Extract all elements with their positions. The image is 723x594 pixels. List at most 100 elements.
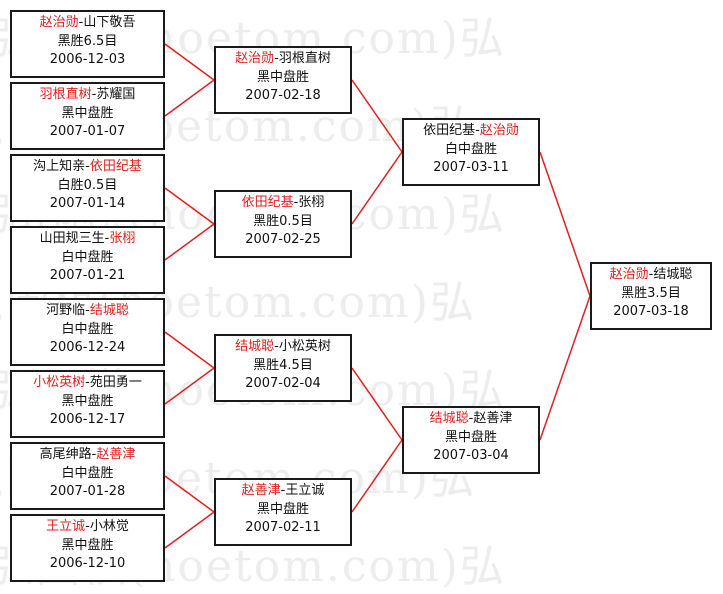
match-date: 2006-12-03 bbox=[49, 52, 126, 67]
match-players: 赵治勋-结城聪 bbox=[592, 266, 710, 285]
player-1: 赵治勋 bbox=[609, 267, 649, 282]
match-players: 山田规三生-张栩 bbox=[12, 230, 163, 249]
match-players: 赵治勋-山下敬吾 bbox=[12, 14, 163, 33]
match-result: 黑中盘胜 bbox=[61, 393, 114, 409]
separator: - bbox=[85, 519, 90, 534]
player-2: 苏耀国 bbox=[96, 87, 136, 102]
match-date: 2007-01-21 bbox=[49, 268, 126, 283]
player-2: 依田纪基 bbox=[89, 159, 142, 174]
separator: - bbox=[85, 375, 90, 390]
match-players: 王立诚-小林觉 bbox=[12, 518, 163, 537]
match-date: 2006-12-24 bbox=[49, 340, 126, 355]
match-result: 黑中盘胜 bbox=[256, 501, 309, 517]
connector-line bbox=[164, 79, 215, 117]
player-2: 赵治勋 bbox=[479, 123, 519, 138]
separator: - bbox=[468, 411, 474, 426]
player-2: 小林觉 bbox=[89, 519, 129, 534]
match-players: 依田纪基-赵治勋 bbox=[404, 122, 538, 141]
connector-line bbox=[351, 79, 403, 153]
connector-line bbox=[164, 367, 215, 405]
match-result: 白中盘胜 bbox=[444, 141, 497, 157]
round2-match: 赵善津-王立诚黑中盘胜 2007-02-11 bbox=[214, 478, 352, 546]
match-players: 沟上知亲-依田纪基 bbox=[12, 158, 163, 177]
player-2: 结城聪 bbox=[89, 303, 129, 318]
match-result: 黑胜6.5目 bbox=[57, 33, 118, 49]
connector-line bbox=[164, 187, 215, 225]
player-2: 王立诚 bbox=[285, 483, 325, 498]
separator: - bbox=[104, 231, 110, 246]
player-2: 张栩 bbox=[109, 231, 136, 246]
match-date: 2007-01-14 bbox=[49, 196, 126, 211]
separator: - bbox=[85, 159, 90, 174]
player-1: 沟上知亲 bbox=[33, 159, 86, 174]
player-1: 王立诚 bbox=[46, 519, 86, 534]
match-date: 2006-12-10 bbox=[49, 556, 126, 571]
player-2: 赵善津 bbox=[473, 411, 513, 426]
player-2: 小松英树 bbox=[278, 339, 331, 354]
separator: - bbox=[293, 195, 299, 210]
player-2: 张栩 bbox=[298, 195, 325, 210]
match-result: 黑中盘胜 bbox=[256, 69, 309, 85]
round2-match: 结城聪-小松英树黑胜4.5目 2007-02-04 bbox=[214, 334, 352, 402]
connector-line bbox=[351, 151, 403, 225]
match-result: 黑中盘胜 bbox=[444, 429, 497, 445]
separator: - bbox=[648, 267, 654, 282]
separator: - bbox=[91, 447, 97, 462]
player-1: 赵治勋 bbox=[235, 51, 275, 66]
match-players: 依田纪基-张栩 bbox=[216, 194, 350, 213]
separator: - bbox=[274, 51, 279, 66]
match-players: 小松英树-苑田勇一 bbox=[12, 374, 163, 393]
match-result: 白中盘胜 bbox=[61, 249, 114, 265]
player-2: 赵善津 bbox=[96, 447, 136, 462]
connector-line bbox=[164, 511, 215, 549]
player-1: 结城聪 bbox=[429, 411, 469, 426]
separator: - bbox=[85, 303, 90, 318]
match-date: 2007-01-07 bbox=[49, 124, 126, 139]
player-2: 山下敬吾 bbox=[83, 15, 136, 30]
match-date: 2007-02-18 bbox=[245, 88, 321, 103]
match-date: 2007-01-28 bbox=[49, 484, 126, 499]
connector-line bbox=[164, 331, 215, 369]
connector-line bbox=[164, 223, 215, 261]
match-date: 2007-02-11 bbox=[245, 520, 321, 535]
player-2: 羽根直树 bbox=[278, 51, 331, 66]
match-result: 白中盘胜 bbox=[61, 321, 114, 337]
match-players: 赵治勋-羽根直树 bbox=[216, 50, 350, 69]
match-players: 羽根直树-苏耀国 bbox=[12, 86, 163, 105]
player-1: 羽根直树 bbox=[39, 87, 92, 102]
player-1: 山田规三生 bbox=[39, 231, 105, 246]
match-result: 白中盘胜 bbox=[61, 465, 114, 481]
player-1: 河野临 bbox=[46, 303, 86, 318]
connector-line bbox=[164, 475, 215, 513]
player-1: 赵治勋 bbox=[39, 15, 79, 30]
match-date: 2006-12-17 bbox=[49, 412, 126, 427]
match-players: 赵善津-王立诚 bbox=[216, 482, 350, 501]
connector-line bbox=[351, 439, 403, 513]
separator: - bbox=[475, 123, 480, 138]
match-date: 2007-03-04 bbox=[433, 448, 509, 463]
player-1: 依田纪基 bbox=[241, 195, 294, 210]
match-result: 黑胜4.5目 bbox=[253, 357, 313, 373]
match-date: 2007-02-25 bbox=[245, 232, 321, 247]
match-result: 黑胜0.5目 bbox=[253, 213, 313, 229]
match-date: 2007-02-04 bbox=[245, 376, 321, 391]
separator: - bbox=[274, 339, 279, 354]
player-1: 依田纪基 bbox=[423, 123, 476, 138]
separator: - bbox=[78, 15, 84, 30]
player-1: 结城聪 bbox=[235, 339, 275, 354]
match-players: 结城聪-赵善津 bbox=[404, 410, 538, 429]
connector-line bbox=[539, 295, 591, 441]
separator: - bbox=[91, 87, 97, 102]
